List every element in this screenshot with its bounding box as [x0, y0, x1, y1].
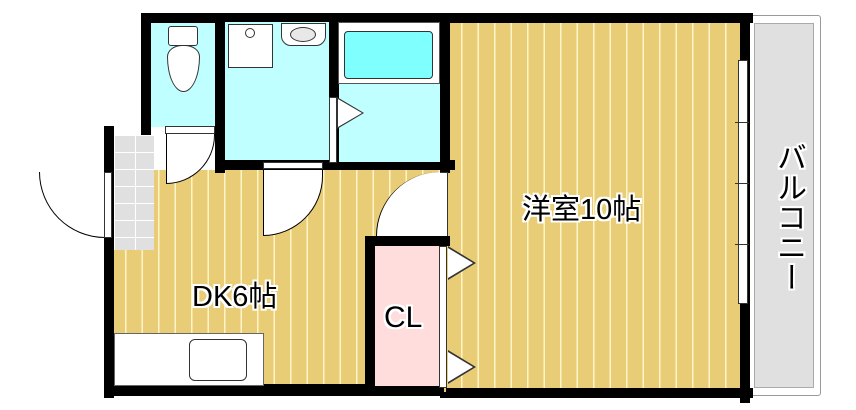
- closet-label: CL: [384, 301, 423, 334]
- toilet-tank: [168, 26, 198, 46]
- closet: [375, 246, 440, 386]
- western-room: [446, 22, 749, 392]
- bathtub: [344, 31, 433, 79]
- kitchen-counter: [114, 333, 264, 386]
- balcony-window[interactable]: [735, 60, 749, 304]
- dk-label: DK6帖: [192, 281, 278, 313]
- kitchen-sink: [189, 339, 247, 381]
- washbasin: [281, 23, 326, 46]
- shoe-cabinet: [114, 135, 154, 250]
- entrance-door[interactable]: [39, 172, 105, 238]
- washing-machine-pan: [228, 24, 273, 68]
- balcony-label: バルコニー: [772, 142, 805, 292]
- western-room-label: 洋室10帖: [522, 194, 642, 226]
- balcony: [747, 15, 821, 396]
